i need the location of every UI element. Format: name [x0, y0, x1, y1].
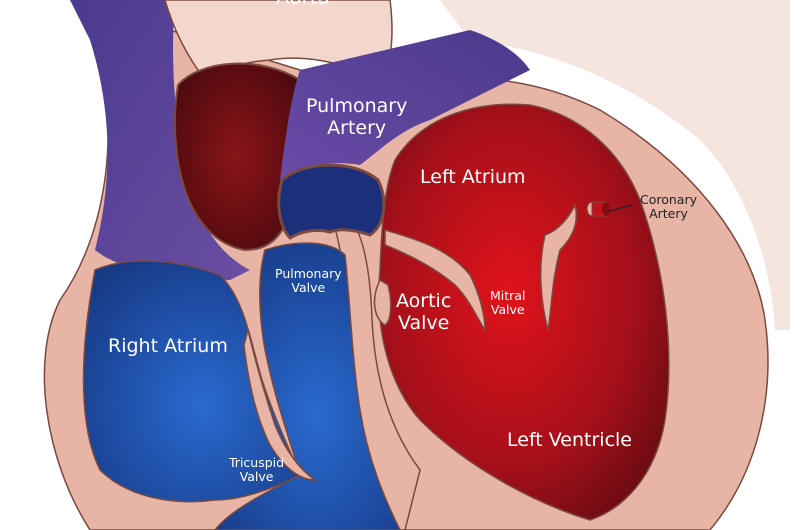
label-pulmonary-artery-line1: Pulmonary: [306, 95, 408, 117]
label-left-ventricle: Left Ventricle: [507, 429, 632, 451]
vena-cava: [70, 0, 250, 280]
label-pulmonary-valve: Pulmonary Valve: [275, 266, 342, 296]
label-left-atrium: Left Atrium: [420, 166, 526, 188]
label-tricuspid-valve-line1: Tricuspid: [229, 455, 285, 470]
pale-tissue-right: [440, 0, 790, 330]
label-aortic-valve: Aortic Valve: [396, 290, 452, 335]
mitral-valve-leaflet-left: [384, 229, 486, 333]
label-aortic-valve-line2: Valve: [397, 311, 450, 334]
label-right-atrium: Right Atrium: [108, 335, 228, 357]
label-mitral-valve-line1: Mitral: [490, 288, 526, 303]
aortic-valve-leaflet: [373, 278, 392, 326]
mitral-valve-leaflet-right: [539, 202, 577, 331]
coronary-artery-vessel: [586, 201, 633, 217]
right-ventricle-chamber: [214, 242, 401, 530]
label-pulmonary-valve-line2: Valve: [291, 280, 326, 296]
label-aorta: Aorta: [276, 0, 330, 9]
label-coronary-artery-line1: Coronary: [640, 192, 698, 207]
pulmonary-artery: [280, 30, 530, 180]
label-mitral-valve-line2: Valve: [490, 302, 525, 318]
label-pulmonary-valve-line1: Pulmonary: [275, 266, 342, 281]
label-pulmonary-artery: Pulmonary Artery: [306, 95, 408, 140]
label-coronary-artery-line2: Artery: [649, 206, 688, 222]
label-pulmonary-artery-line2: Artery: [327, 116, 387, 139]
label-mitral-valve: Mitral Valve: [490, 288, 526, 318]
label-tricuspid-valve: Tricuspid Valve: [229, 455, 285, 485]
label-coronary-artery: Coronary Artery: [640, 192, 698, 222]
pulmonary-trunk: [277, 163, 386, 240]
tricuspid-valve-leaflet: [243, 329, 318, 481]
aortic-root-chamber: [173, 62, 302, 252]
label-tricuspid-valve-line2: Valve: [239, 469, 274, 485]
label-aortic-valve-line1: Aortic: [396, 290, 452, 312]
